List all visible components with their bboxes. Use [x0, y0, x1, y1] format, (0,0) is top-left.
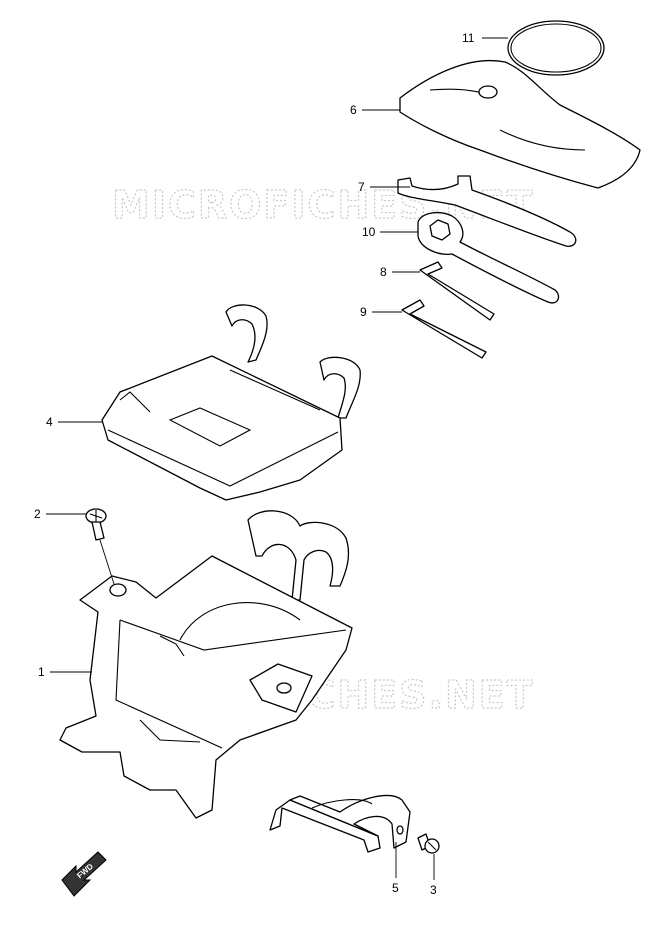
callout-4: 4	[46, 415, 53, 429]
part-6-tool-bag[interactable]	[399, 60, 641, 189]
part-11-ring[interactable]	[507, 20, 605, 76]
part-3-screw[interactable]	[417, 833, 440, 854]
callout-7: 7	[358, 180, 365, 194]
part-10-wrench[interactable]	[417, 211, 560, 304]
part-9-hex-key[interactable]	[401, 299, 487, 359]
part-1-tool-box[interactable]	[59, 510, 353, 819]
callout-11: 11	[462, 31, 475, 45]
part-7-spanner[interactable]	[397, 175, 577, 247]
part-2-bolt[interactable]	[85, 508, 107, 541]
leader-2b	[99, 539, 115, 585]
callout-1: 1	[38, 665, 45, 679]
callout-3: 3	[430, 883, 437, 897]
callout-6: 6	[350, 103, 357, 117]
callout-5: 5	[392, 881, 399, 895]
part-5-bracket[interactable]	[269, 794, 411, 853]
part-4-tool-tray[interactable]	[101, 304, 361, 501]
fwd-arrow: FWD	[61, 851, 107, 897]
callout-8: 8	[380, 265, 387, 279]
callout-9: 9	[360, 305, 367, 319]
callout-2: 2	[34, 507, 41, 521]
callout-10: 10	[362, 225, 376, 239]
part-8-hex-key[interactable]	[419, 261, 495, 321]
